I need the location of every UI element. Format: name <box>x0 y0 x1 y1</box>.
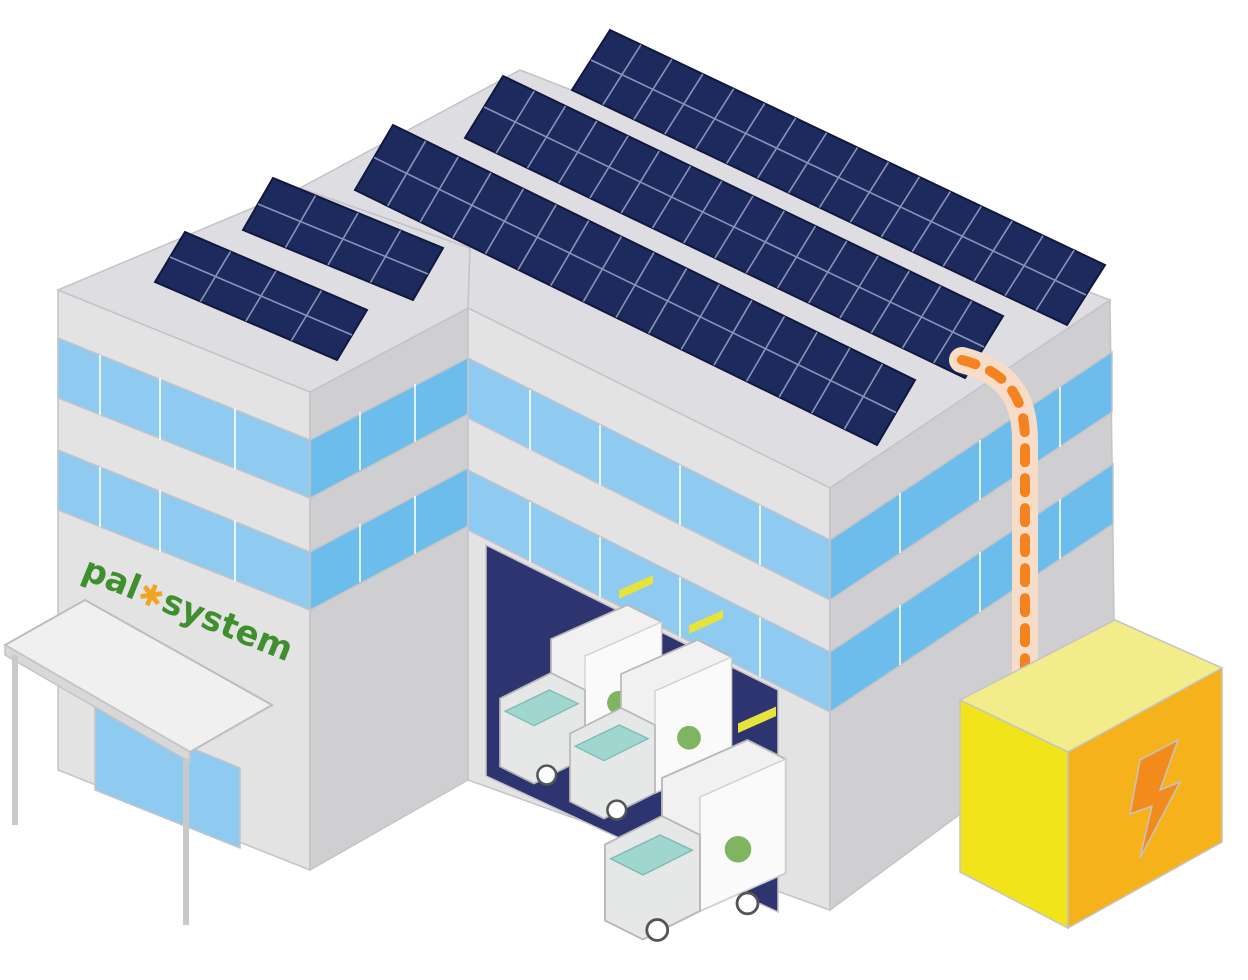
truck-wheel <box>735 891 760 916</box>
solar-panel-gridline <box>483 106 985 348</box>
power-cable <box>949 347 1038 685</box>
delivery-truck-icon <box>604 706 787 942</box>
solar-panel-gridline <box>373 156 897 414</box>
truck-stripe <box>738 706 777 734</box>
truck-stripe <box>689 610 724 634</box>
solar-panel-icon <box>353 123 917 447</box>
main-window-mullions <box>529 387 1061 677</box>
lightning-bolt-icon <box>1129 738 1182 859</box>
truck-windshield <box>609 834 695 876</box>
truck-logo-decal <box>724 835 752 863</box>
truck-windshield <box>503 689 580 727</box>
solar-panel-icon <box>241 176 445 302</box>
truck-windshield <box>573 724 650 762</box>
truck-wheel <box>606 799 628 821</box>
delivery-trucks <box>499 575 787 942</box>
truck-logo-decal <box>677 725 701 750</box>
truck-stripe <box>619 575 654 599</box>
truck-wheel <box>536 764 558 786</box>
truck-wheel <box>645 918 670 942</box>
solar-panel-gridline <box>169 256 353 336</box>
solar-panel-icon <box>463 74 1005 380</box>
canopy-edge <box>4 643 191 764</box>
entrance-canopy <box>2 598 275 925</box>
battery-storage-unit <box>958 619 1224 930</box>
brand-logo: pal ✱ system <box>77 549 299 670</box>
left-building <box>56 187 471 872</box>
solar-panel-gridline <box>257 203 429 275</box>
cable-current-dashes <box>957 355 1030 677</box>
solar-panel-icon <box>570 28 1107 327</box>
solar-panel-gridline <box>590 59 1087 296</box>
left-window-mullions <box>99 355 416 582</box>
solar-panel-array <box>153 28 1107 447</box>
solar-panel-icon <box>153 230 369 362</box>
